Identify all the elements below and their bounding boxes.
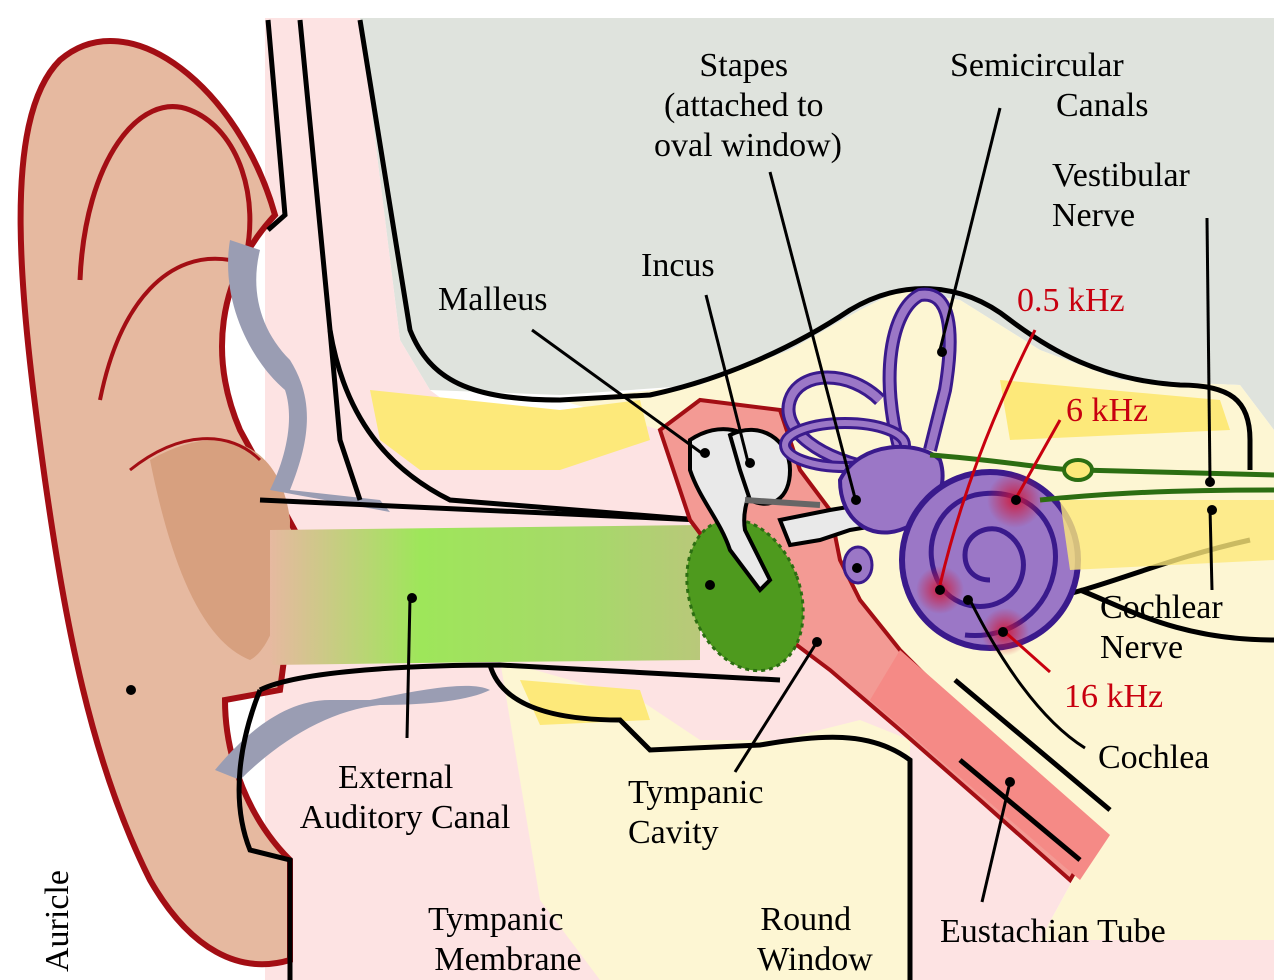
dot-vestibular xyxy=(1205,477,1215,487)
auricle-inner-fold-2 xyxy=(98,256,231,401)
label-eustachian-tube: Eustachian Tube xyxy=(940,913,1166,950)
leader-semicircular-canals xyxy=(938,107,1002,351)
semicircular-canal-vertical-fill xyxy=(885,290,954,452)
label-cochlea: Cochlea xyxy=(1098,739,1209,776)
canal-bottom-wall xyxy=(258,662,781,693)
leader-tympanic-cavity xyxy=(733,641,819,773)
skull-outline-inner xyxy=(357,19,1253,470)
label-semicircular-canals: Semicircular Canals xyxy=(950,47,1149,124)
ossicle-connector xyxy=(744,497,821,508)
cartilage-upper xyxy=(228,240,390,512)
auricle-inner-fold xyxy=(77,104,253,281)
dot-incus xyxy=(745,458,755,468)
dot-cochlea xyxy=(963,595,973,605)
leader-eustachian-tube xyxy=(980,781,1012,903)
dot-cochlear-nerve xyxy=(1207,505,1217,515)
leader-vestibular-nerve xyxy=(1205,217,1212,481)
dot-eustachian xyxy=(1005,777,1015,787)
lower-left-wall xyxy=(236,689,293,980)
leader-external-auditory-canal xyxy=(405,597,412,739)
leader-6khz xyxy=(1013,419,1062,501)
label-vestibular-nerve: Vestibular Nerve xyxy=(1052,157,1198,234)
leader-incus xyxy=(704,294,750,463)
label-stapes: Stapes (attached to oval window) xyxy=(654,47,842,164)
eustachian-tube-edge xyxy=(953,678,1112,862)
label-freq-0-5khz: 0.5 kHz xyxy=(1017,282,1125,319)
cartilage-lower xyxy=(215,685,490,780)
semicircular-canal-posterior-fill xyxy=(784,373,883,474)
eustachian-tube-shape xyxy=(870,650,1110,880)
label-freq-16khz: 16 kHz xyxy=(1064,678,1163,715)
dot-canal xyxy=(407,593,417,603)
canal-upper-bone-line xyxy=(327,329,701,523)
label-incus: Incus xyxy=(641,247,715,284)
bone-band-upper xyxy=(370,390,650,470)
dot-6khz xyxy=(1011,495,1021,505)
leader-stapes xyxy=(768,171,857,499)
dot-stapes xyxy=(851,495,861,505)
canal-top-wall xyxy=(259,497,701,523)
label-freq-6khz: 6 kHz xyxy=(1066,392,1148,429)
dot-0-5khz xyxy=(935,585,945,595)
label-auricle: Auricle xyxy=(39,870,76,972)
dot-tympanic-cavity xyxy=(812,637,822,647)
auditory-canal xyxy=(270,525,700,665)
label-tympanic-membrane: Tympanic Membrane xyxy=(428,901,582,978)
label-cochlear-nerve: Cochlear Nerve xyxy=(1100,589,1231,666)
skull-bone-region xyxy=(360,18,1274,430)
dot-round-window xyxy=(852,563,862,573)
skull-outline-outer xyxy=(265,19,363,501)
label-tympanic-cavity: Tympanic Cavity xyxy=(628,774,772,851)
nerve-yellow-fill xyxy=(1060,500,1274,570)
cochlear-nerve-bundle xyxy=(1039,487,1274,503)
dot-auricle xyxy=(126,685,136,695)
leader-malleus xyxy=(531,328,704,456)
leader-cochlear-nerve xyxy=(1208,507,1214,591)
dot-16khz xyxy=(998,627,1008,637)
lower-bone-line xyxy=(487,664,913,980)
label-malleus: Malleus xyxy=(438,281,548,318)
dot-malleus xyxy=(700,448,710,458)
dot-semicircular xyxy=(937,347,947,357)
dot-membrane xyxy=(705,580,715,590)
auricle-concha-line xyxy=(129,437,262,472)
leader-16khz xyxy=(1004,630,1051,674)
leader-0-5khz xyxy=(938,329,1037,586)
label-round-window: Round Window xyxy=(757,901,873,978)
label-external-auditory-canal: External Auditory Canal xyxy=(300,759,511,836)
auricle-darker-area xyxy=(150,440,290,660)
leader-cochlea xyxy=(968,599,1086,750)
nerve-ganglion xyxy=(1062,458,1094,482)
